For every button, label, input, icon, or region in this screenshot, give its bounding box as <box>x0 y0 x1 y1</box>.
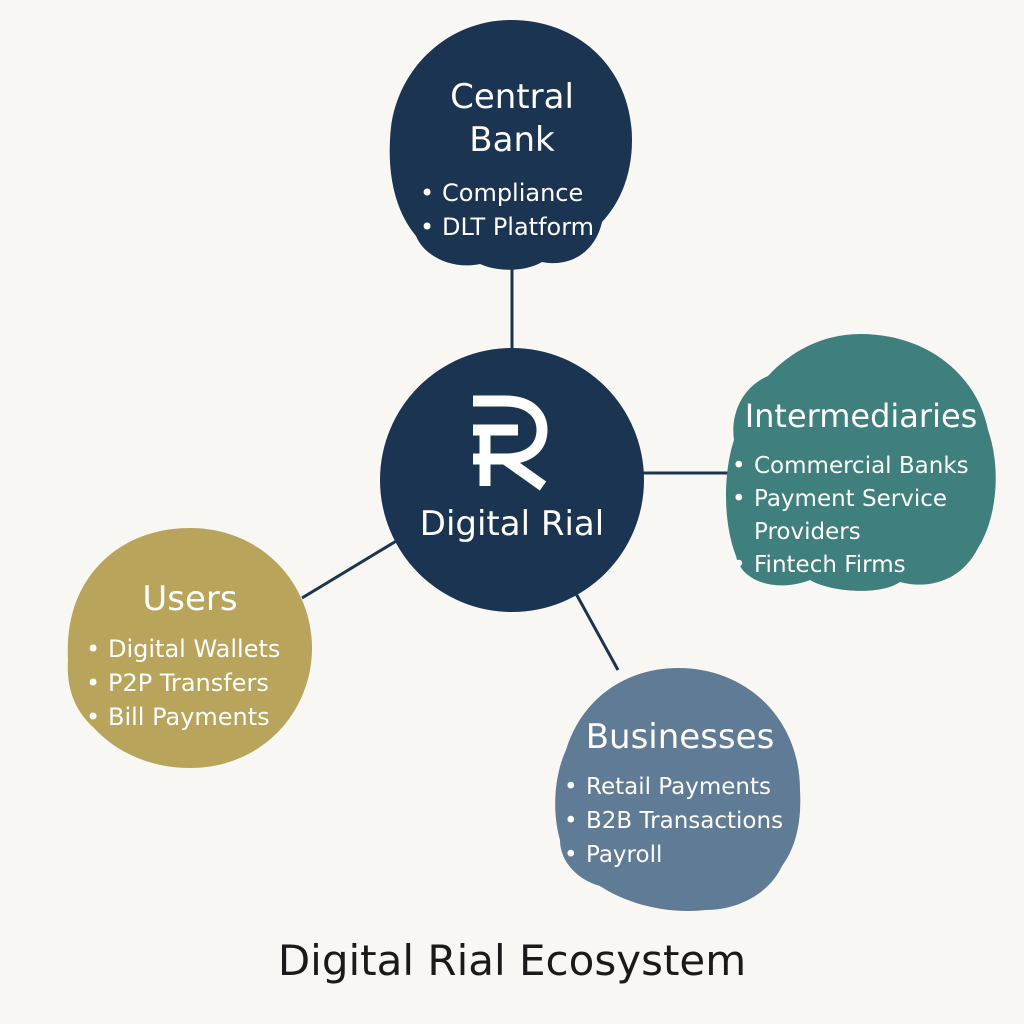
rial-r-logo-icon <box>473 395 548 491</box>
list-item: Bill Payments <box>86 700 280 734</box>
central-bank-title-line1: Central <box>450 77 574 117</box>
central-bank-title-line2: Bank <box>469 119 555 160</box>
connector-users <box>301 538 399 600</box>
users-list: Digital Wallets P2P Transfers Bill Payme… <box>86 632 280 734</box>
businesses-list: Retail Payments B2B Transactions Payroll <box>564 770 783 872</box>
intermediaries-list: Commercial Banks Payment Service Provide… <box>732 450 990 582</box>
list-item: Compliance <box>420 176 594 210</box>
list-item: Digital Wallets <box>86 632 280 666</box>
central-bank-title: Central Bank <box>412 76 612 161</box>
hub-label: Digital Rial <box>419 504 605 544</box>
hub-node <box>380 348 644 612</box>
connector-businesses <box>572 589 620 671</box>
list-item: B2B Transactions <box>564 804 783 838</box>
list-item: DLT Platform <box>420 210 594 244</box>
list-item: Payroll <box>564 838 783 872</box>
list-item: P2P Transfers <box>86 666 280 700</box>
list-item: Fintech Firms <box>732 549 990 582</box>
list-item: Payment Service Providers <box>732 483 990 549</box>
businesses-title: Businesses <box>585 717 775 757</box>
central-bank-list: Compliance DLT Platform <box>420 176 594 244</box>
intermediaries-title: Intermediaries <box>744 397 978 435</box>
list-item: Commercial Banks <box>732 450 990 483</box>
list-item: Retail Payments <box>564 770 783 804</box>
users-title: Users <box>142 579 238 619</box>
diagram-title: Digital Rial Ecosystem <box>277 936 747 985</box>
